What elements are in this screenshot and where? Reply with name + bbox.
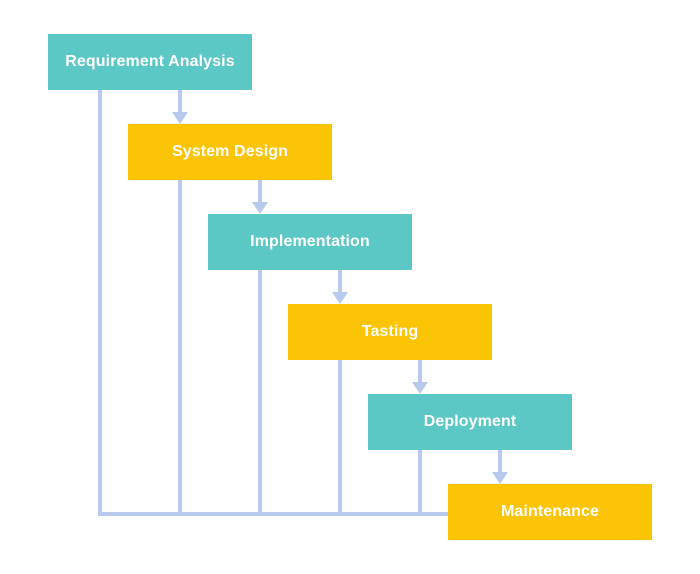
flow-arrow-icon [252, 202, 268, 214]
stage-label: Implementation [250, 233, 370, 250]
flow-arrow-icon [492, 472, 508, 484]
stage-label: System Design [171, 143, 288, 160]
flow-arrow-icon [172, 112, 188, 124]
stage-maintenance: Maintenance [448, 484, 652, 540]
stage-label: Requirement Analysis [65, 53, 235, 70]
stage-requirement-analysis: Requirement Analysis [48, 34, 252, 90]
stage-system-design: System Design [128, 124, 332, 180]
flow-arrow-icon [332, 292, 348, 304]
stage-label: Tasting [361, 323, 419, 340]
stage-tasting: Tasting [288, 304, 492, 360]
flow-arrow-icon [412, 382, 428, 394]
stage-deployment: Deployment [368, 394, 572, 450]
stage-label: Deployment [423, 413, 517, 430]
stage-implementation: Implementation [208, 214, 412, 270]
stage-label: Maintenance [500, 503, 599, 520]
